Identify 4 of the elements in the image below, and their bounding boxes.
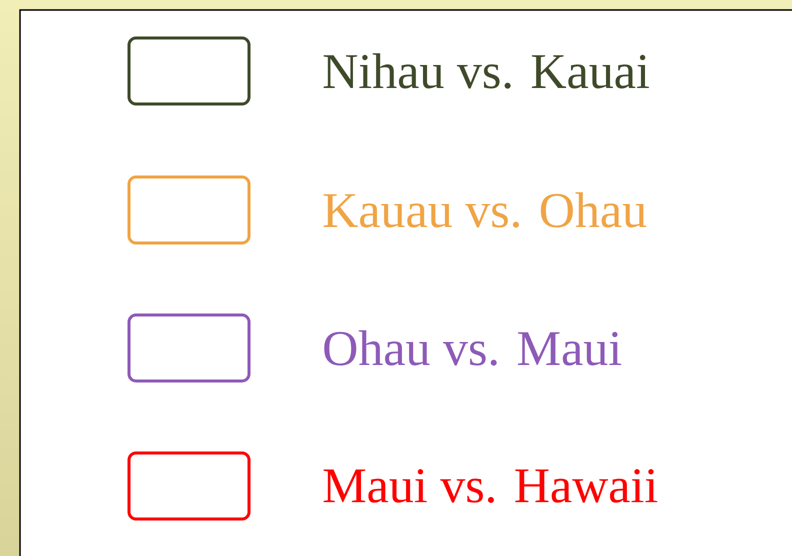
legend-label: Nihau vs. Kauai <box>324 53 649 89</box>
legend-label: Maui vs. Hawaii <box>324 469 658 503</box>
legend-label: Kauau vs. Ohau <box>324 192 646 228</box>
legend-label: Ohau vs. Maui <box>324 330 622 366</box>
